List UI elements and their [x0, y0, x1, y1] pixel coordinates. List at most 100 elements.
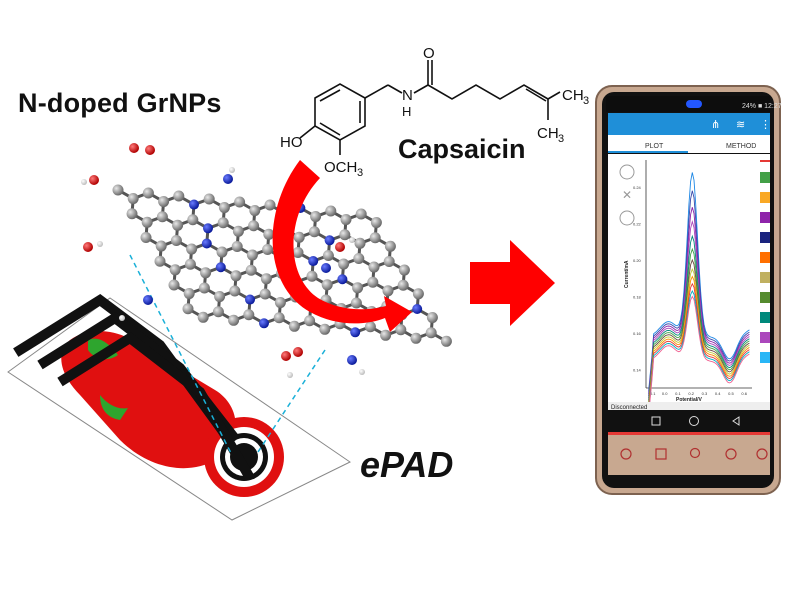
- carbon-atom: [292, 247, 304, 258]
- legend-swatch[interactable]: [760, 172, 770, 183]
- oxygen-atom: [83, 242, 93, 252]
- svg-text:3: 3: [583, 95, 589, 107]
- tab-method[interactable]: METHOD: [726, 143, 756, 150]
- nitrogen-atom: [189, 199, 199, 210]
- hydrogen-atom: [97, 241, 103, 247]
- carbon-atom: [308, 226, 320, 238]
- series-line: [648, 258, 750, 405]
- carbon-atom: [214, 291, 226, 303]
- carbon-atom: [367, 276, 379, 288]
- legend-swatch[interactable]: [760, 272, 770, 283]
- series-line: [648, 234, 750, 401]
- carbon-atom: [382, 285, 394, 297]
- capsaicin-structure: [299, 60, 561, 155]
- home-icon[interactable]: [689, 416, 699, 426]
- oxygen-atom: [335, 242, 345, 252]
- power-icon[interactable]: [756, 448, 768, 460]
- carbon-atom: [158, 196, 170, 208]
- carbon-atom: [234, 196, 246, 208]
- peak-icon[interactable]: [619, 210, 635, 226]
- bluetooth-icon[interactable]: ≋: [736, 119, 745, 131]
- nitrogen-atom: [259, 318, 269, 329]
- carbon-atom: [127, 193, 139, 205]
- projection-line-left: [129, 254, 233, 456]
- y-tick-label: 0.20: [633, 258, 642, 263]
- x-axis-label: Potential/V: [676, 397, 703, 403]
- carbon-atom: [325, 205, 337, 217]
- y-tick-label: 0.22: [633, 221, 642, 226]
- right-arrow-icon: [470, 240, 555, 326]
- series-line: [648, 172, 750, 392]
- nitrogen-atom: [321, 263, 331, 273]
- nitrogen-atom: [412, 304, 423, 314]
- legend-swatch[interactable]: [760, 332, 770, 343]
- nitrogen-atom: [347, 355, 357, 365]
- series-line: [648, 282, 750, 412]
- svg-text:3: 3: [558, 133, 564, 145]
- carbon-atom: [232, 225, 244, 237]
- carbon-atom: [354, 237, 366, 249]
- carbon-atom: [321, 279, 333, 291]
- search-icon[interactable]: [689, 447, 701, 459]
- legend-swatch[interactable]: [760, 252, 770, 263]
- oxygen-atom: [89, 175, 99, 185]
- legend-swatch[interactable]: [760, 192, 770, 203]
- carbon-atom: [263, 228, 275, 240]
- legend-swatch[interactable]: [760, 312, 770, 323]
- carbon-atom: [112, 184, 124, 196]
- chip-icon[interactable]: [620, 448, 632, 460]
- epad-label: ePAD: [360, 444, 454, 485]
- legend-swatch[interactable]: [760, 232, 770, 243]
- carbon-atom: [186, 243, 198, 255]
- settings-icon[interactable]: [725, 448, 737, 460]
- nitrogen-atom: [245, 294, 255, 305]
- share-icon[interactable]: ⋔: [711, 119, 720, 131]
- carbon-atom: [352, 282, 364, 294]
- recent-apps-icon[interactable]: [651, 416, 661, 426]
- carbon-atom: [231, 241, 243, 252]
- carbon-atom: [380, 329, 392, 341]
- carbon-atom: [243, 309, 255, 321]
- carbon-atom: [212, 306, 224, 318]
- carbon-atom: [293, 231, 305, 243]
- carbon-atom: [182, 303, 194, 315]
- menu-icon[interactable]: ⋮: [760, 119, 771, 131]
- back-icon[interactable]: [732, 416, 740, 426]
- y-tick-label: 0.14: [633, 367, 642, 372]
- carbon-atom: [203, 193, 215, 205]
- hydrogen-atom: [359, 369, 365, 375]
- tools-icon[interactable]: ✕: [622, 188, 632, 202]
- carbon-atom: [168, 279, 180, 291]
- series-line: [648, 190, 750, 394]
- legend-swatch[interactable]: [760, 292, 770, 303]
- legend-swatch[interactable]: [760, 212, 770, 223]
- curved-arrow-icon: [272, 160, 412, 332]
- legend: [760, 160, 770, 363]
- legend-swatch[interactable]: [760, 160, 770, 162]
- carbon-atom: [155, 240, 167, 252]
- hydrogen-atom: [229, 167, 235, 173]
- carbon-atom: [170, 235, 182, 246]
- carbon-atom: [198, 282, 210, 294]
- carbon-atom: [397, 279, 409, 291]
- chili-pepper: [61, 330, 236, 469]
- carbon-atom: [249, 205, 261, 217]
- carbon-atom: [383, 256, 395, 267]
- tab-plot[interactable]: PLOT: [645, 143, 664, 150]
- legend-swatch[interactable]: [760, 352, 770, 363]
- och3-label: OCH: [324, 159, 357, 176]
- carbon-atom: [183, 288, 195, 300]
- x-tick-label: 0.3: [702, 391, 708, 396]
- carbon-atom: [410, 332, 422, 344]
- connection-status: Disconnected: [611, 405, 647, 411]
- ho-label: HO: [280, 134, 303, 151]
- carbon-atom: [395, 324, 407, 336]
- chart-icon[interactable]: [655, 448, 667, 460]
- carbon-atom: [248, 220, 260, 232]
- ch3-top-label: CH: [562, 87, 584, 104]
- carbon-atom: [338, 258, 350, 270]
- ndoped-grnps-label: N-doped GrNPs: [18, 88, 222, 118]
- carbon-atom: [339, 229, 351, 241]
- carbonyl-o-label: O: [423, 45, 435, 62]
- zoom-icon[interactable]: [619, 164, 635, 180]
